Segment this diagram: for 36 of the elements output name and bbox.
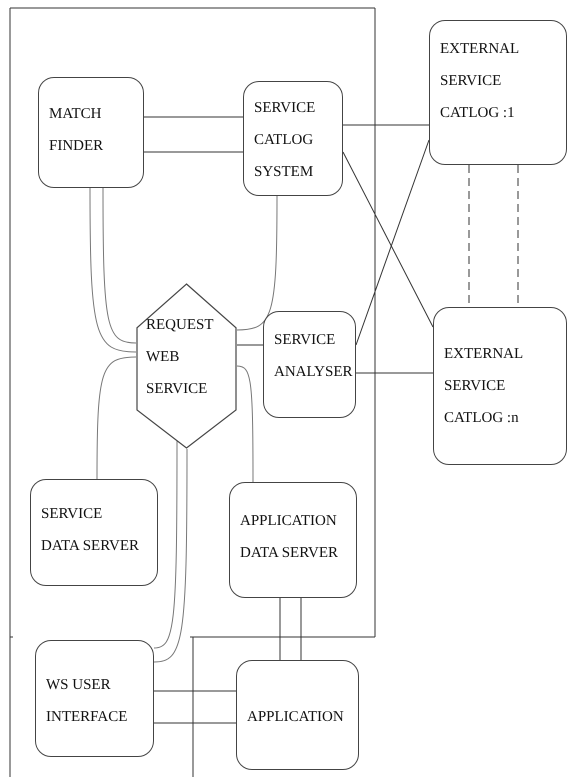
connector-line xyxy=(342,152,434,328)
node-label: SERVICE ANALYSER xyxy=(274,331,354,382)
connector-line xyxy=(96,356,136,480)
connector-line xyxy=(236,196,278,330)
connector-line xyxy=(90,188,136,352)
connector-line xyxy=(300,598,302,660)
process-box xyxy=(429,20,567,165)
process-box xyxy=(38,77,144,188)
hexagon-node xyxy=(136,283,237,449)
node-label: EXTERNAL SERVICE CATLOG :1 xyxy=(440,40,520,123)
process-box xyxy=(263,311,356,418)
connector-line xyxy=(144,116,244,118)
node-label: APPLICATION xyxy=(247,708,345,727)
process-box xyxy=(433,307,567,465)
process-box xyxy=(30,479,158,586)
node-label: APPLICATION DATA SERVER xyxy=(240,512,340,563)
connector-line xyxy=(154,448,188,662)
connector-line xyxy=(236,344,264,346)
node-label: MATCH FINDER xyxy=(49,105,104,156)
connector-line xyxy=(356,372,434,374)
process-box xyxy=(229,482,357,598)
connector-line xyxy=(342,124,430,126)
connector-line xyxy=(154,722,236,724)
connector-line xyxy=(356,140,430,346)
process-box xyxy=(243,81,343,196)
node-label: REQUEST WEB SERVICE xyxy=(146,316,214,399)
process-box xyxy=(35,640,154,757)
node-label: WS USER INTERFACE xyxy=(46,676,128,727)
process-box xyxy=(236,660,359,770)
node-label: EXTERNAL SERVICE CATLOG :n xyxy=(444,345,524,428)
connector-line xyxy=(154,690,236,692)
node-label: SERVICE CATLOG SYSTEM xyxy=(254,99,316,182)
connector-line xyxy=(102,188,136,344)
node-label: SERVICE DATA SERVER xyxy=(41,505,140,556)
connector-line xyxy=(154,440,178,648)
connector-line xyxy=(236,366,254,482)
